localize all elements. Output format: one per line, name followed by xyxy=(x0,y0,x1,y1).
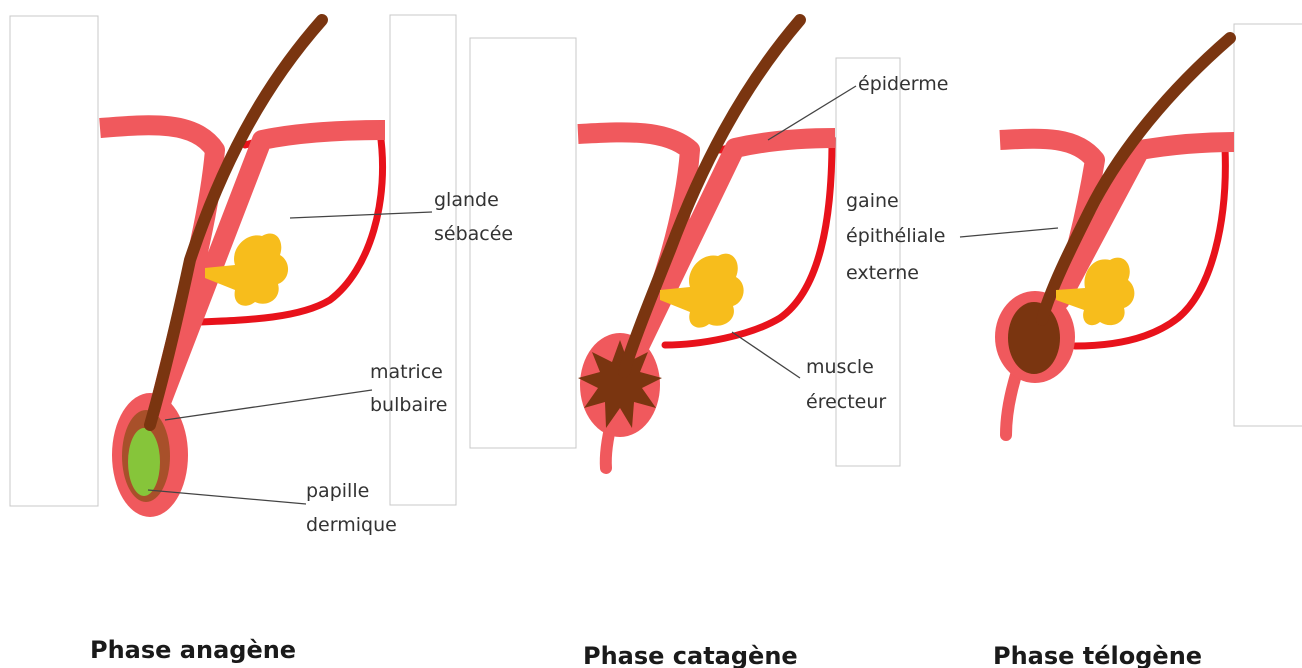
blank-frame-left xyxy=(10,16,98,506)
blank-frame-4 xyxy=(1234,24,1302,426)
leader-gaine xyxy=(960,228,1058,237)
telogen-tail xyxy=(1006,375,1016,435)
label-epiderme: épiderme xyxy=(858,73,948,95)
label-gaine-1: gaine xyxy=(846,190,899,212)
leader-glande xyxy=(290,212,432,218)
papilla xyxy=(128,428,160,496)
phase-telogene-title: Phase télogène xyxy=(993,642,1202,668)
label-papille-1: papille xyxy=(306,480,369,502)
blank-frame-1 xyxy=(390,15,456,505)
label-gaine-2: épithéliale xyxy=(846,225,945,247)
catagen-follicle xyxy=(578,20,835,468)
leader-muscle xyxy=(732,332,800,378)
label-muscle-2: érecteur xyxy=(806,391,886,413)
phase-catagene-title: Phase catagène xyxy=(583,642,798,668)
label-matrice-2: bulbaire xyxy=(370,394,447,416)
telogen-club xyxy=(1008,302,1060,374)
label-gaine-3: externe xyxy=(846,262,919,284)
phase-anagene-title: Phase anagène xyxy=(90,636,296,664)
label-papille-2: dermique xyxy=(306,514,397,536)
label-matrice-1: matrice xyxy=(370,361,443,383)
label-muscle-1: muscle xyxy=(806,356,874,378)
label-glande-1: glande xyxy=(434,189,499,211)
label-glande-2: sébacée xyxy=(434,223,513,245)
leader-matrice xyxy=(165,390,372,420)
telogen-follicle xyxy=(995,38,1234,435)
anagen-follicle xyxy=(100,20,385,517)
